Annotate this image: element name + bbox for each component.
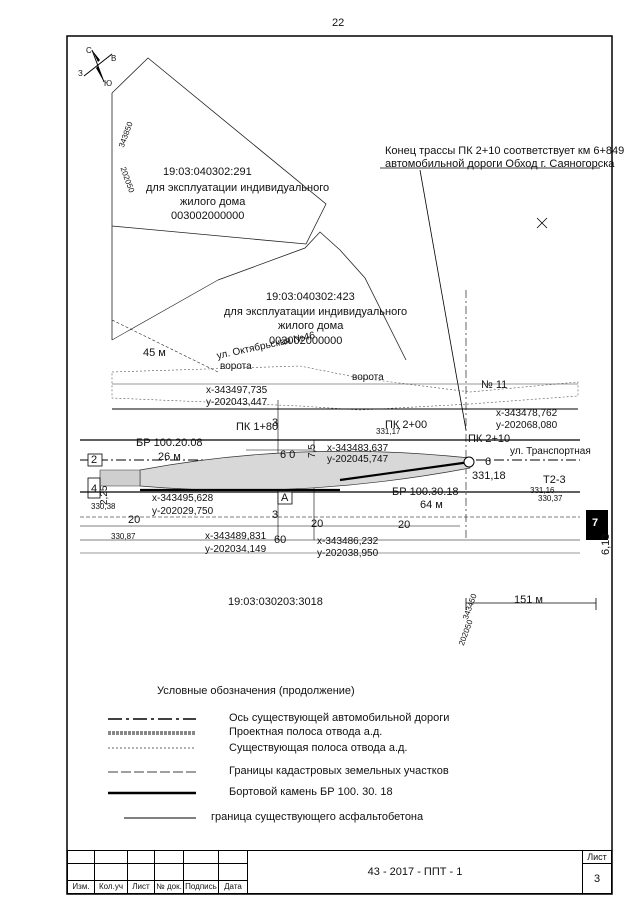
- sheet-number: 3: [582, 863, 612, 894]
- route-end-line2: автомобильной дороги Обход г. Саяногорск…: [385, 158, 615, 170]
- pk-2-00: ПК 2+00: [385, 419, 428, 431]
- elev-331-17: 331,17: [376, 427, 401, 436]
- br-label-2: БР 100.30.18: [392, 486, 459, 498]
- compass-south: Ю: [104, 79, 113, 88]
- legend-item-asphalt: граница существующего асфальтобетона: [211, 811, 424, 823]
- point-6: 6: [485, 456, 492, 468]
- parcel-423-boundary: [217, 231, 407, 361]
- house-11: № 11: [481, 379, 508, 391]
- t2-3: Т2-3: [543, 474, 566, 486]
- val-331-18: 331,18: [472, 470, 506, 482]
- coord-5-y: у-202034,149: [205, 544, 267, 555]
- box-a: [277, 491, 293, 505]
- coord-1-x: х-343497,735: [206, 385, 268, 396]
- legend-item-curb: Бортовой камень БР 100. 30. 18: [229, 786, 393, 798]
- letter-a: А: [281, 492, 289, 504]
- gate-1: ворота: [220, 361, 252, 372]
- compass-east: В: [111, 54, 117, 63]
- project-band-area: [139, 450, 471, 491]
- existing-band-top: [111, 365, 579, 411]
- elev-330-87: 330,87: [111, 532, 136, 541]
- coord-4-y: у-202029,750: [152, 506, 214, 517]
- col-izm: Изм.: [67, 879, 95, 895]
- len-64: 64 м: [420, 499, 443, 511]
- col-kolvo: Кол.уч: [94, 879, 128, 895]
- dist-45: 45 м: [143, 347, 166, 359]
- title-block: 43 - 2017 - ППТ - 1 Лист 3 Изм. Кол.уч Л…: [67, 849, 612, 895]
- curb-right: [339, 460, 471, 482]
- dim-7-5: 7,5: [307, 444, 318, 458]
- coord-2-x: х-343483,637: [327, 443, 389, 454]
- parcel-423-purpose2: жилого дома: [278, 320, 344, 332]
- dim-151: 151 м: [514, 594, 543, 606]
- br-label-1: БР 100.20.08: [136, 437, 203, 449]
- dim-60-top: 6 0: [280, 449, 296, 461]
- doc-code: 43 - 2017 - ППТ - 1: [247, 850, 583, 894]
- coord-4-x: х-343495,628: [152, 493, 214, 504]
- num-2: 2: [91, 454, 98, 466]
- elev-330-37: 330,37: [538, 494, 563, 503]
- dim-20-a: 20: [128, 514, 141, 526]
- num-3b: 3: [272, 509, 279, 521]
- route-end-line1: Конец трассы ПК 2+10 соответствует км 6+…: [385, 145, 625, 157]
- col-list: Лист: [127, 879, 155, 895]
- parcel-291-purpose2: жилого дома: [180, 196, 246, 208]
- sheet-frame: [66, 35, 613, 895]
- coord-2-y: у-202045,747: [327, 454, 389, 465]
- elev-330-38: 330,38: [91, 502, 116, 511]
- coord-3-x: х-343478,762: [496, 408, 558, 419]
- dim-60-bot: 60: [274, 534, 287, 546]
- parcel-291-id: 19:03:040302:291: [163, 166, 252, 178]
- legend-item-existing-band: Существующая полоса отвода а.д.: [229, 742, 408, 754]
- cross-marker-icon: [536, 217, 548, 229]
- route-end-point: [463, 456, 475, 468]
- legend-item-cadastral: Границы кадастровых земельных участков: [229, 765, 449, 777]
- legend-item-axis: Ось существующей автомобильной дороги: [229, 712, 450, 724]
- page-number: 22: [332, 17, 345, 29]
- parcel-423-purpose: для эксплуатации индивидуального: [224, 306, 408, 318]
- compass-rose-icon: [83, 49, 113, 83]
- num-3a: 3: [272, 417, 279, 429]
- gate-2: ворота: [352, 372, 384, 383]
- coord-6-x: х-343486,232: [317, 536, 379, 547]
- parcel-3018-id: 19:03:030203:3018: [228, 596, 323, 608]
- compass-north: С: [86, 46, 92, 55]
- col-doc: № док.: [154, 879, 184, 895]
- pk-1-80: ПК 1+80: [236, 421, 279, 433]
- coord-5-x: х-343489,831: [205, 531, 267, 542]
- box-4: [87, 477, 101, 499]
- route-end-leader: [419, 169, 467, 431]
- legend-item-project-band: Проектная полоса отвода а.д.: [229, 726, 383, 738]
- sheet-marker-number: 7: [592, 517, 599, 529]
- coord-6-y: у-202038,950: [317, 548, 379, 559]
- parcel-291-code: 003002000000: [171, 210, 245, 222]
- num-4: 4: [91, 483, 98, 495]
- compass-west: З: [78, 69, 83, 78]
- dim-6-13: 6,13: [600, 533, 612, 555]
- parcel-291-boundary: [111, 57, 327, 245]
- legend-title: Условные обозначения (продолжение): [157, 685, 355, 697]
- col-date: Дата: [218, 879, 248, 895]
- parcel-423-code: 003002000000: [269, 335, 343, 347]
- box-2: [87, 453, 103, 467]
- dim-20-c: 20: [398, 519, 411, 531]
- sheet-label: Лист: [582, 849, 612, 865]
- coord-1-y: у-202043,447: [206, 397, 268, 408]
- len-26: 26 м: [158, 451, 181, 463]
- dim-20-b: 20: [311, 518, 324, 530]
- parcel-423-id: 19:03:040302:423: [266, 291, 355, 303]
- col-sign: Подпись: [183, 879, 219, 895]
- pk-2-10: ПК 2+10: [468, 433, 511, 445]
- coord-3-y: у-202068,080: [496, 420, 558, 431]
- street-transport: ул. Транспортная: [510, 446, 591, 457]
- elev-331-16: 331,16: [530, 486, 555, 495]
- parcel-291-purpose: для эксплуатации индивидуального: [146, 182, 330, 194]
- sheet-marker-box: [586, 510, 608, 540]
- dim-2-25: 2,25: [99, 485, 110, 505]
